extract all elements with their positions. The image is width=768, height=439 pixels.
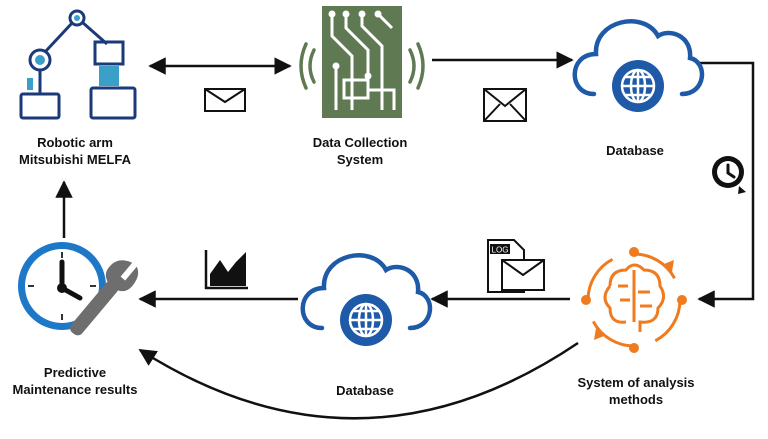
label-line: System [336, 152, 384, 167]
label-line: Robotic arm [37, 135, 113, 150]
clock-wrench-icon [18, 242, 139, 336]
label-line: Data Collection [312, 135, 408, 150]
label-line: methods [608, 392, 664, 407]
label-predictive: Predictive Maintenance results [0, 364, 150, 398]
brain-gear-icon [581, 247, 687, 353]
label-robotic-arm: Robotic arm Mitsubishi MELFA [0, 134, 150, 168]
clock-icon [712, 156, 746, 194]
log-file-icon: LOG [487, 239, 545, 293]
cloud-database-icon [572, 19, 705, 112]
label-database-bottom: Database [290, 382, 440, 399]
label-analysis: System of analysis methods [556, 374, 716, 408]
cloud-database-icon [300, 253, 433, 346]
label-line: Database [606, 143, 664, 158]
curved-arrow-analysis-predictive [138, 341, 579, 420]
envelope-icon [483, 88, 527, 122]
robotic-arm-icon [19, 9, 137, 120]
label-line: Database [336, 383, 394, 398]
connectors [55, 51, 755, 420]
arrow-database-analysis [696, 61, 755, 308]
label-database-top: Database [560, 142, 710, 159]
label-line: Predictive [43, 365, 107, 380]
chart-icon [204, 250, 248, 290]
label-line: System of analysis [577, 375, 695, 390]
label-data-collection: Data Collection System [285, 134, 435, 168]
envelope-icon [204, 88, 246, 112]
circuit-board-icon [299, 6, 425, 118]
label-line: Mitsubishi MELFA [19, 152, 131, 167]
svg-text:LOG: LOG [492, 246, 509, 255]
label-line: Maintenance results [12, 382, 138, 397]
